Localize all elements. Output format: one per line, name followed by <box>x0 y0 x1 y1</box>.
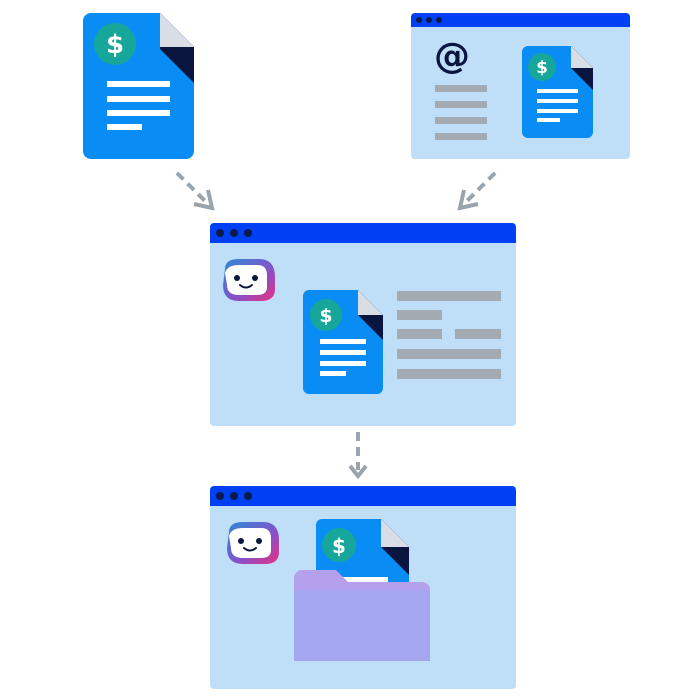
dollar-sign: $ <box>319 305 332 327</box>
window-dot <box>244 492 252 500</box>
email-content: @ $ <box>434 36 593 140</box>
window-title-bar <box>210 486 516 506</box>
at-sign-icon: @ <box>434 36 470 77</box>
dollar-sign: $ <box>106 30 124 60</box>
arrow-down-icon <box>348 432 368 480</box>
window-dot <box>426 17 432 23</box>
invoice-document-icon: $ <box>522 46 593 138</box>
arrow-down-icon <box>457 171 497 211</box>
window-dot <box>230 229 238 237</box>
mascot-icon <box>223 259 275 301</box>
email-window: @ $ <box>411 13 630 159</box>
window-dot <box>216 229 224 237</box>
window-title-bar <box>210 223 516 243</box>
app-window: $ <box>210 223 516 426</box>
app-window-folder-content: $ <box>227 519 430 661</box>
dollar-sign: $ <box>332 534 346 558</box>
window-title-bar <box>411 13 630 27</box>
arrow-down-icon <box>175 171 215 211</box>
invoice-document-icon: $ <box>303 290 383 394</box>
window-dot <box>244 229 252 237</box>
invoice-document-standalone: $ <box>83 13 194 159</box>
app-window-folder: $ <box>210 486 516 689</box>
window-dot <box>216 492 224 500</box>
window-dot <box>230 492 238 500</box>
folder-icon <box>294 570 430 661</box>
window-dot <box>436 17 442 23</box>
mascot-icon <box>227 522 279 564</box>
invoice-document-icon: $ <box>83 13 194 159</box>
window-dot <box>416 17 422 23</box>
app-window-content: $ <box>223 259 501 394</box>
dollar-sign: $ <box>536 58 548 78</box>
